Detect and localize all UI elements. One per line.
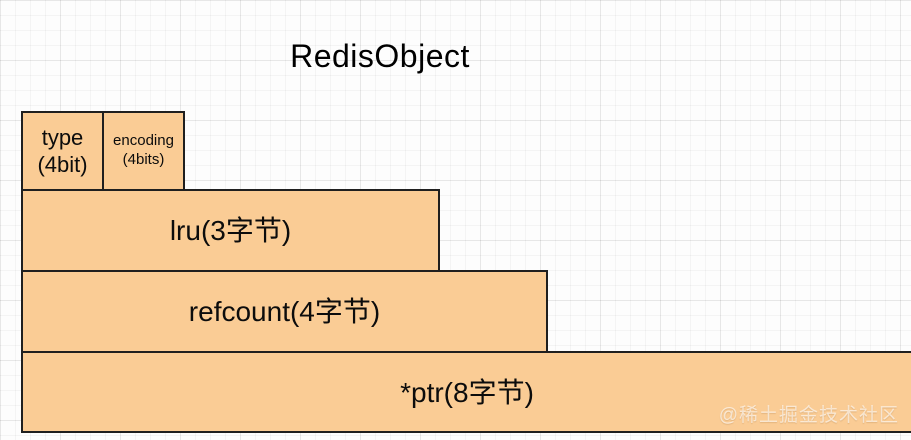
field-box-type: type (4bit) bbox=[21, 111, 104, 191]
field-box-lru: lru(3字节) bbox=[21, 189, 440, 272]
field-box-ptr: *ptr(8字节) bbox=[21, 351, 911, 433]
diagram-title: RedisObject bbox=[290, 38, 470, 74]
field-box-encoding: encoding (4bits) bbox=[102, 111, 185, 191]
watermark: @稀土掘金技术社区 bbox=[718, 405, 899, 426]
field-box-refcount: refcount(4字节) bbox=[21, 270, 548, 353]
